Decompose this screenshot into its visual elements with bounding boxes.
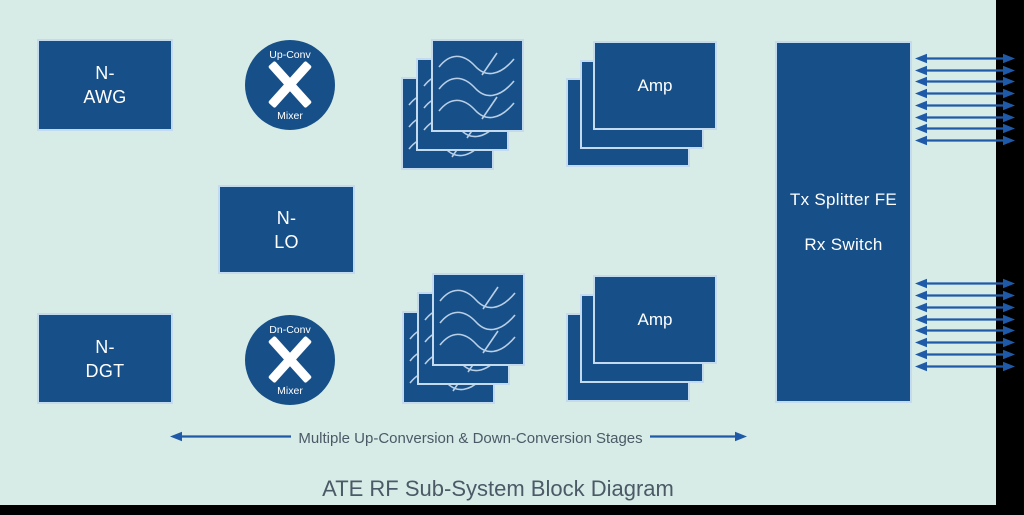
bandpass-filter-icon bbox=[431, 39, 524, 132]
double-headed-arrow bbox=[915, 314, 1015, 325]
diagram-canvas: N- AWG N- LO N- DGT Up-Conv Mixer Dn-Con… bbox=[0, 0, 1015, 505]
block-n-awg: N- AWG bbox=[37, 39, 173, 131]
block-label: LO bbox=[274, 231, 299, 252]
mixer-label: Dn-Conv bbox=[269, 324, 311, 336]
arrow-svg bbox=[915, 349, 1015, 360]
arrow-svg bbox=[650, 431, 747, 442]
arrow-svg bbox=[915, 112, 1015, 122]
mixer-label: Up-Conv bbox=[269, 49, 311, 61]
double-headed-arrow bbox=[915, 337, 1015, 348]
double-headed-arrow bbox=[915, 76, 1015, 87]
double-headed-arrow bbox=[915, 100, 1015, 111]
arrow-svg bbox=[915, 65, 1015, 75]
arrow-svg bbox=[915, 77, 1015, 87]
block-label: N- bbox=[95, 63, 115, 83]
tx-port-arrows bbox=[915, 53, 1015, 146]
block-label: Tx Splitter FE bbox=[789, 189, 898, 209]
block-n-lo: N- LO bbox=[218, 185, 355, 274]
arrow-svg bbox=[915, 290, 1015, 301]
double-headed-arrow bbox=[915, 123, 1015, 134]
double-headed-arrow bbox=[915, 361, 1015, 372]
arrow-svg bbox=[915, 314, 1015, 324]
rx-port-arrows bbox=[915, 278, 1015, 372]
mixer-label: Mixer bbox=[277, 385, 303, 397]
arrow-svg bbox=[915, 278, 1015, 289]
filter-waves-svg bbox=[439, 286, 516, 354]
arrow-svg bbox=[915, 326, 1015, 336]
arrow-svg bbox=[915, 88, 1015, 99]
double-headed-arrow bbox=[915, 53, 1015, 64]
amp-card-front: Amp bbox=[593, 275, 717, 364]
double-headed-arrow bbox=[915, 278, 1015, 289]
diagram-title: ATE RF Sub-System Block Diagram bbox=[322, 476, 674, 501]
arrow-svg bbox=[915, 361, 1015, 372]
block-label: N- bbox=[95, 336, 115, 357]
block-tx-splitter-rx-switch: Tx Splitter FE Rx Switch bbox=[775, 41, 912, 403]
block-label: N- bbox=[276, 207, 297, 228]
double-headed-arrow bbox=[915, 65, 1015, 76]
stages-caption: Multiple Up-Conversion & Down-Conversion… bbox=[170, 428, 747, 448]
arrow-svg bbox=[170, 431, 291, 442]
block-label: DGT bbox=[85, 360, 125, 381]
double-headed-arrow bbox=[915, 290, 1015, 301]
amp-label: Amp bbox=[637, 309, 673, 329]
left-arrow-icon bbox=[170, 429, 292, 447]
mixer-label: Mixer bbox=[277, 110, 303, 122]
double-headed-arrow bbox=[915, 349, 1015, 360]
arrow-svg bbox=[915, 338, 1015, 348]
arrow-svg bbox=[915, 302, 1015, 312]
double-headed-arrow bbox=[915, 112, 1015, 123]
dn-conv-mixer: Dn-Conv Mixer bbox=[245, 315, 335, 405]
amp-card-front: Amp bbox=[593, 41, 717, 130]
block-label: Rx Switch bbox=[804, 234, 883, 254]
arrow-svg bbox=[915, 135, 1015, 146]
double-headed-arrow bbox=[915, 302, 1015, 313]
double-headed-arrow bbox=[915, 135, 1015, 146]
up-conv-mixer: Up-Conv Mixer bbox=[245, 40, 335, 130]
filter-waves-svg bbox=[438, 52, 515, 120]
right-arrow-icon bbox=[649, 429, 747, 447]
stages-caption-text: Multiple Up-Conversion & Down-Conversion… bbox=[298, 429, 643, 447]
amp-label: Amp bbox=[637, 75, 673, 95]
arrow-svg bbox=[915, 124, 1015, 134]
arrow-svg bbox=[915, 100, 1015, 111]
double-headed-arrow bbox=[915, 325, 1015, 336]
double-headed-arrow bbox=[915, 88, 1015, 99]
block-n-dgt: N- DGT bbox=[37, 313, 173, 404]
arrow-svg bbox=[915, 53, 1015, 64]
block-label: AWG bbox=[83, 87, 127, 107]
bandpass-filter-icon bbox=[432, 273, 525, 366]
